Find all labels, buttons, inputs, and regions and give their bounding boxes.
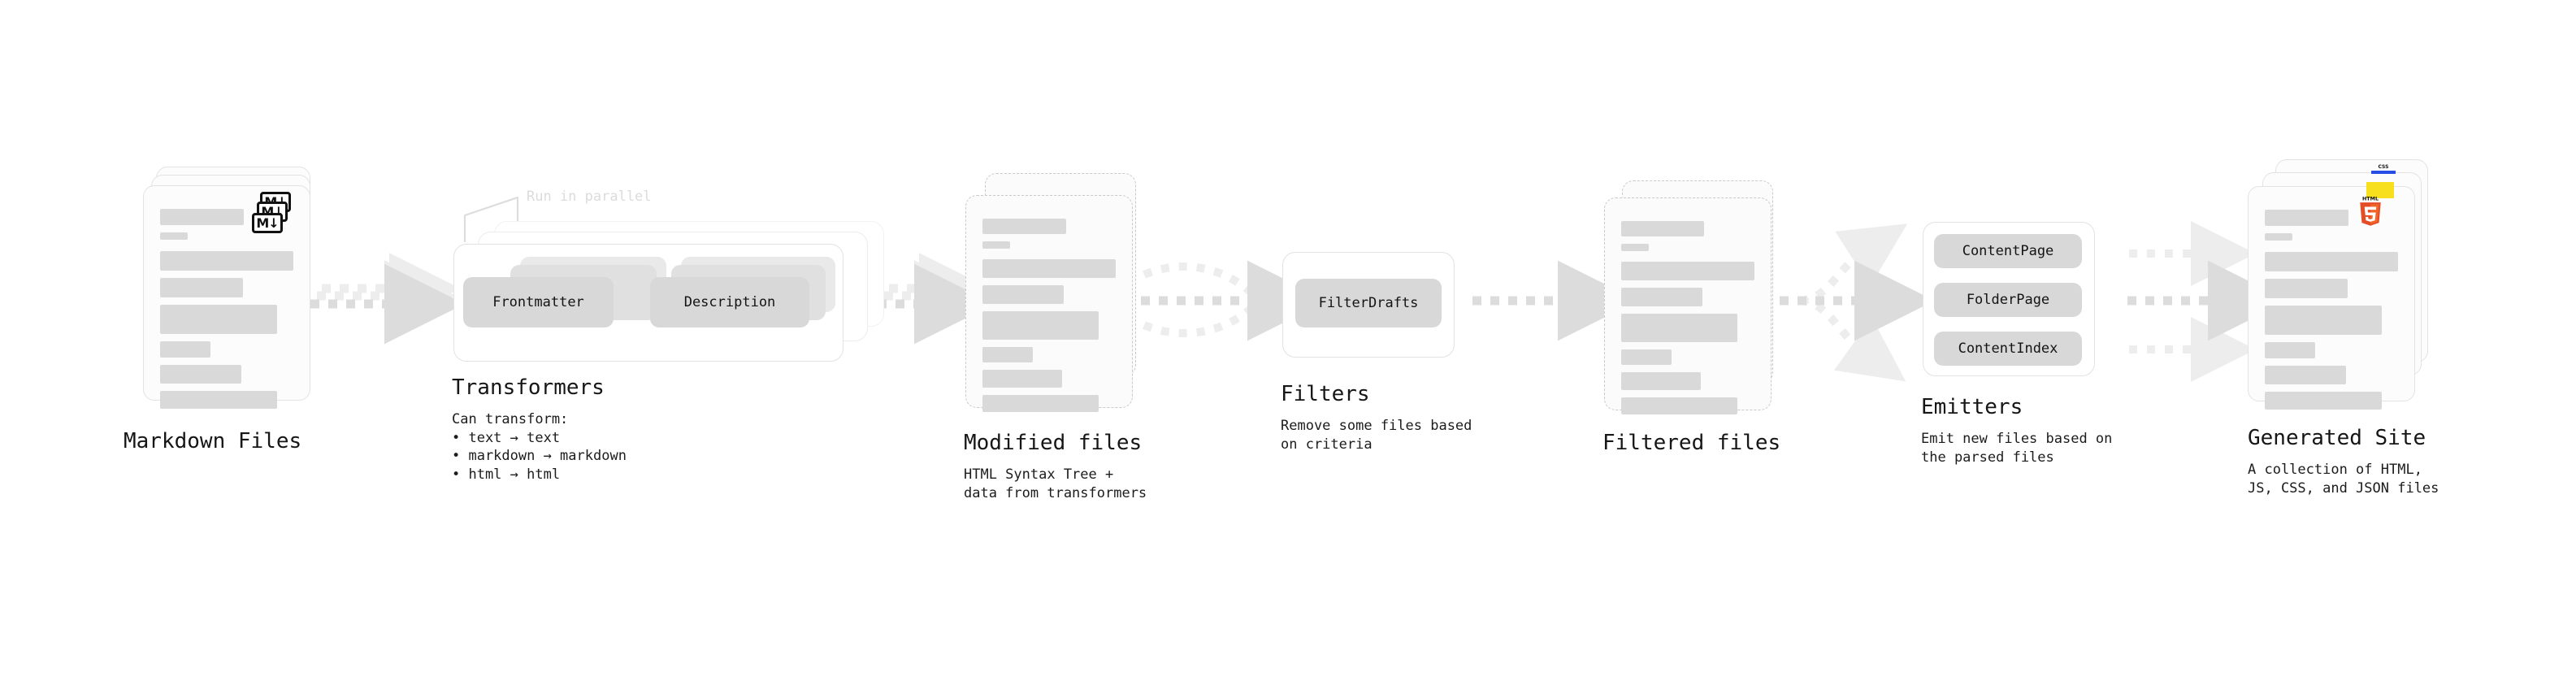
emitter-chip-contentpage[interactable]: ContentPage xyxy=(1934,234,2082,268)
markdown-file-front xyxy=(143,185,310,409)
arrow-filtered-to-emitters xyxy=(1780,223,1935,382)
modified-files-title: Modified files xyxy=(964,431,1143,455)
js-badge-icon xyxy=(2366,182,2394,198)
css-badge-icon: CSS xyxy=(2371,163,2396,174)
svg-text:HTML: HTML xyxy=(2362,196,2379,202)
run-in-parallel-bracket xyxy=(463,196,519,242)
filter-chip-filterdrafts-label: FilterDrafts xyxy=(1318,295,1419,311)
markdown-files-title: Markdown Files xyxy=(124,429,302,453)
html5-logo-svg: HTML xyxy=(2360,196,2381,226)
markdown-files-caption: Markdown Files xyxy=(124,429,301,453)
generated-site-subtitle: A collection of HTML, JS, CSS, and JSON … xyxy=(2248,462,2439,497)
run-in-parallel-label: Run in parallel xyxy=(527,189,652,205)
arrow-modified-to-filters xyxy=(1141,260,1328,341)
css-badge-bar xyxy=(2371,171,2396,174)
modified-files-subtitle: HTML Syntax Tree + data from transformer… xyxy=(964,466,1147,501)
transformer-chip-frontmatter[interactable]: Frontmatter xyxy=(463,277,614,327)
transformer-chip-frontmatter-label: Frontmatter xyxy=(492,294,584,310)
filtered-file-content xyxy=(1621,221,1754,422)
markdown-badge-letter: M xyxy=(256,215,269,231)
transformers-title: Transformers xyxy=(452,375,605,400)
filter-chip-filterdrafts[interactable]: FilterDrafts xyxy=(1295,279,1442,327)
filters-subtitle: Remove some files based on criteria xyxy=(1281,418,1472,453)
filters-title: Filters xyxy=(1281,382,1370,406)
transformer-chip-description[interactable]: Description xyxy=(650,277,809,327)
generated-site-title: Generated Site xyxy=(2248,426,2426,450)
transformers-caption: Transformers Can transform: • text → tex… xyxy=(452,375,627,484)
css-badge-label: CSS xyxy=(2378,164,2389,170)
markdown-file-content xyxy=(160,209,293,416)
generated-file-html xyxy=(2248,186,2415,410)
markdown-badge-icon: M↓ xyxy=(252,213,283,233)
emitter-chip-contentpage-label: ContentPage xyxy=(1962,243,2054,259)
emitter-chip-folderpage[interactable]: FolderPage xyxy=(1934,283,2082,317)
modified-file-front xyxy=(965,195,1133,412)
html5-badge-icon: HTML xyxy=(2357,195,2384,228)
emitters-title: Emitters xyxy=(1921,395,2023,419)
modified-files-caption: Modified files HTML Syntax Tree + data f… xyxy=(964,431,1147,502)
transformer-chip-description-label: Description xyxy=(683,294,776,310)
filtered-files-caption: Filtered files xyxy=(1602,431,1780,455)
transformers-subtitle: Can transform: • text → text • markdown … xyxy=(452,411,627,483)
generated-site-caption: Generated Site A collection of HTML, JS,… xyxy=(2248,426,2439,497)
arrow-markdown-to-transformers xyxy=(310,253,465,345)
emitter-chip-folderpage-label: FolderPage xyxy=(1966,292,2050,308)
emitter-chip-contentindex[interactable]: ContentIndex xyxy=(1934,332,2082,366)
modified-file-content xyxy=(982,219,1116,419)
emitter-chip-contentindex-label: ContentIndex xyxy=(1958,340,2058,357)
filtered-file-front xyxy=(1604,197,1772,414)
arrow-emitters-to-site xyxy=(2127,221,2288,382)
filtered-files-title: Filtered files xyxy=(1602,431,1781,455)
generated-file-content xyxy=(2265,210,2398,417)
emitters-subtitle: Emit new files based on the parsed files xyxy=(1921,431,2113,466)
emitters-caption: Emitters Emit new files based on the par… xyxy=(1921,395,2112,466)
filters-caption: Filters Remove some files based on crite… xyxy=(1281,382,1472,453)
